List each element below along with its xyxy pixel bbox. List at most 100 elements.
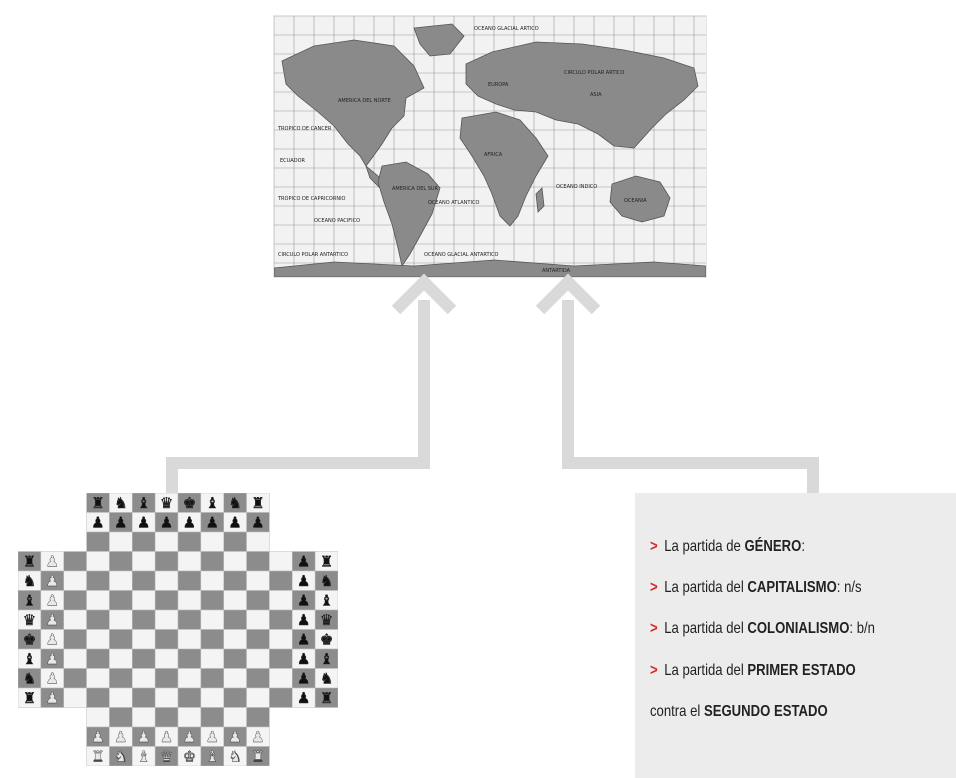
- chess-piece-icon: ♟: [137, 728, 150, 746]
- chess-piece-icon: ♜: [91, 494, 104, 512]
- chess-piece-icon: ♝: [320, 592, 333, 610]
- map-label: TROPICO DE CAPRICORNIO: [277, 196, 346, 202]
- board-square: [86, 648, 110, 669]
- map-label: EUROPA: [488, 82, 509, 88]
- chess-piece-icon: ♟: [297, 611, 310, 629]
- board-square: [200, 531, 224, 552]
- map-label: ASIA: [590, 92, 602, 98]
- board-square: [86, 629, 110, 650]
- chess-piece-icon: ♞: [228, 748, 241, 766]
- board-square: [246, 629, 270, 650]
- chess-piece-icon: ♝: [23, 592, 36, 610]
- board-square: [246, 590, 270, 611]
- board-square: [246, 668, 270, 689]
- chess-piece-icon: ♜: [23, 553, 36, 571]
- board-square: [200, 609, 224, 630]
- map-label: OCEANO ATLANTICO: [428, 200, 479, 206]
- chess-piece-icon: ♟: [46, 631, 59, 649]
- map-label: OCEANO GLACIAL ANTARTICO: [424, 252, 499, 258]
- chess-piece-icon: ♞: [320, 572, 333, 590]
- chess-piece-icon: ♛: [23, 611, 36, 629]
- board-square: [246, 687, 270, 708]
- map-landmasses: [274, 23, 706, 277]
- board-square: [109, 551, 133, 572]
- board-square: [109, 668, 133, 689]
- board-square: [246, 551, 270, 572]
- chess-piece-icon: ♟: [46, 592, 59, 610]
- chess-piece-icon: ♟: [46, 689, 59, 707]
- board-square: [132, 629, 156, 650]
- chess-piece-icon: ♟: [160, 514, 173, 532]
- chess-piece-icon: ♜: [91, 748, 104, 766]
- africa-shape: [459, 111, 549, 227]
- board-square: [132, 570, 156, 591]
- world-map: OCEANO GLACIAL ARTICO CIRCULO POLAR ARTI…: [273, 15, 707, 278]
- board-square: [132, 648, 156, 669]
- board-square: [223, 590, 247, 611]
- board-square: [269, 687, 293, 708]
- board-square: [109, 531, 133, 552]
- board-square: [246, 570, 270, 591]
- board-square: [223, 629, 247, 650]
- chess-piece-icon: ♟: [297, 553, 310, 571]
- board-square: [177, 570, 202, 591]
- board-square: [109, 648, 133, 669]
- board-square: [223, 668, 247, 689]
- chess-piece-icon: ♟: [228, 728, 241, 746]
- board-square: [200, 629, 224, 650]
- chess-piece-icon: ♟: [251, 514, 264, 532]
- chess-piece-icon: ♟: [114, 514, 127, 532]
- chess-piece-icon: ♟: [297, 689, 310, 707]
- chess-piece-icon: ♟: [183, 728, 196, 746]
- item-prefix: La partida del: [664, 579, 748, 596]
- chess-piece-icon: ♟: [297, 631, 310, 649]
- map-label: ANTARTIDA: [542, 268, 571, 274]
- map-label: OCEANO INDICO: [556, 184, 597, 190]
- bullet-icon: >: [650, 620, 658, 637]
- north-america-shape: [281, 39, 425, 167]
- chess-piece-icon: ♝: [320, 650, 333, 668]
- madagascar-shape: [535, 187, 545, 213]
- board-square: [154, 707, 179, 728]
- board-square: [177, 531, 202, 552]
- chess-piece-icon: ♟: [46, 572, 59, 590]
- board-square: [177, 551, 202, 572]
- item-prefix: La partida de: [664, 538, 745, 555]
- bullet-icon: >: [650, 579, 658, 596]
- item-keyword: CAPITALISMO: [747, 579, 837, 596]
- map-label: TROPICO DE CANCER: [277, 126, 332, 132]
- south-america-shape: [377, 161, 441, 268]
- chess-piece-icon: ♟: [46, 553, 59, 571]
- board-square: [269, 551, 293, 572]
- board-square: [223, 609, 247, 630]
- board-square: [200, 687, 224, 708]
- chess-piece-icon: ♚: [183, 494, 196, 512]
- right-arrowhead-icon: [535, 273, 601, 315]
- board-square: [132, 668, 156, 689]
- board-square: [154, 590, 179, 611]
- board-square: [86, 551, 110, 572]
- map-label: ECUADOR: [280, 158, 306, 164]
- board-square: [269, 648, 293, 669]
- item-suffix: : b/n: [849, 620, 875, 637]
- chess-piece-icon: ♟: [251, 728, 264, 746]
- board-square: [223, 551, 247, 572]
- greenland-shape: [413, 23, 465, 57]
- board-square: [154, 551, 179, 572]
- games-list-panel: >La partida de GÉNERO: >La partida del C…: [635, 493, 956, 778]
- board-square: [177, 609, 202, 630]
- board-square: [86, 590, 110, 611]
- chess-piece-icon: ♟: [114, 728, 127, 746]
- chess-piece-icon: ♝: [137, 748, 150, 766]
- chess-piece-icon: ♝: [23, 650, 36, 668]
- chess-piece-icon: ♜: [251, 748, 264, 766]
- chess-piece-icon: ♜: [320, 553, 333, 571]
- map-label: CIRCULO POLAR ANTARTICO: [278, 252, 348, 258]
- board-square: [269, 629, 293, 650]
- board-square: [63, 590, 87, 611]
- board-square: [246, 609, 270, 630]
- board-square: [86, 570, 110, 591]
- chess-piece-icon: ♟: [91, 728, 104, 746]
- item-suffix: : n/s: [836, 579, 862, 596]
